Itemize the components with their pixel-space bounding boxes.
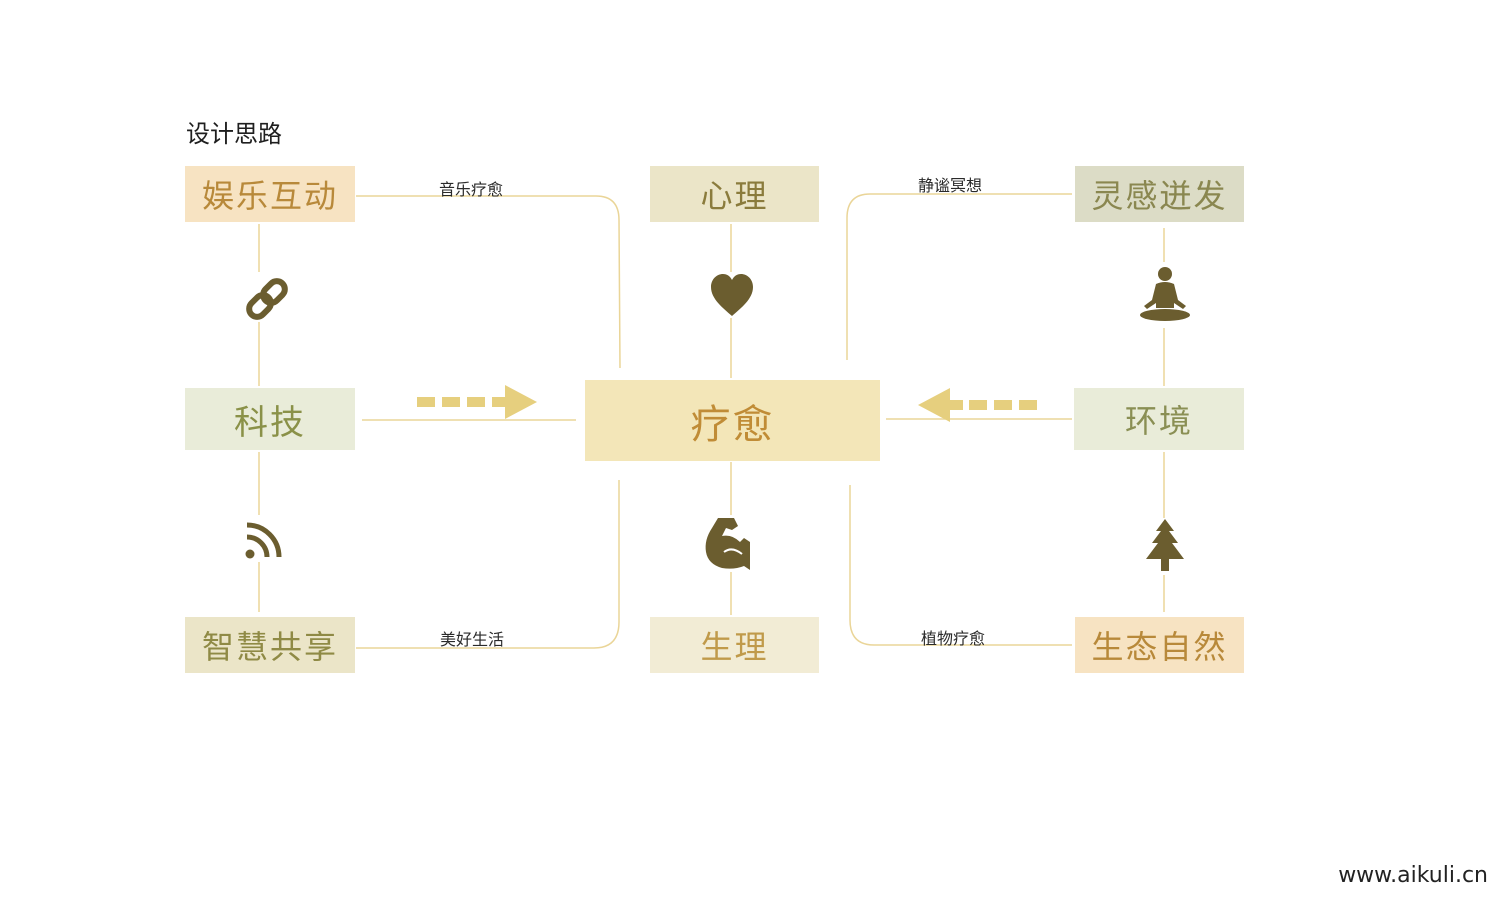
- node-nature: 生态自然: [1075, 617, 1244, 673]
- node-technology-label: 科技: [234, 402, 306, 443]
- node-healing-label: 疗愈: [690, 401, 775, 448]
- node-entertainment-label: 娱乐互动: [201, 177, 338, 215]
- arrow-left-icon: [918, 388, 1037, 422]
- edge-label-plant-healing: 植物疗愈: [921, 629, 986, 648]
- node-physiology: 生理: [650, 617, 819, 673]
- node-psychology-label: 心理: [700, 177, 769, 215]
- watermark: www.aikuli.cn: [1338, 863, 1488, 888]
- edge-label-good-life: 美好生活: [440, 630, 505, 649]
- link-icon: [246, 278, 288, 320]
- meditation-icon: [1140, 267, 1190, 321]
- node-psychology: 心理: [650, 166, 819, 222]
- edge-label-music-healing: 音乐疗愈: [439, 180, 504, 199]
- tree-icon: [1146, 519, 1184, 571]
- node-environment: 环境: [1074, 388, 1244, 450]
- line-good-life: [356, 480, 620, 649]
- node-environment-label: 环境: [1124, 402, 1193, 440]
- rss-icon: [245, 522, 282, 559]
- node-technology: 科技: [185, 388, 355, 450]
- node-sharing-label: 智慧共享: [201, 628, 338, 666]
- node-physiology-label: 生理: [700, 628, 769, 666]
- node-inspiration-label: 灵感迸发: [1091, 177, 1228, 215]
- muscle-icon: [705, 518, 750, 570]
- edge-label-meditation: 静谧冥想: [918, 176, 983, 195]
- line-music-healing: [356, 195, 621, 369]
- page-title: 设计思路: [186, 120, 282, 148]
- heart-icon: [711, 274, 753, 316]
- node-entertainment: 娱乐互动: [185, 166, 355, 222]
- arrow-right-icon: [417, 385, 537, 419]
- line-meditation: [846, 193, 1072, 360]
- node-inspiration: 灵感迸发: [1075, 166, 1244, 222]
- node-healing: 疗愈: [585, 380, 880, 461]
- node-nature-label: 生态自然: [1091, 628, 1228, 666]
- node-sharing: 智慧共享: [185, 617, 355, 673]
- line-plant-healing: [849, 485, 1072, 646]
